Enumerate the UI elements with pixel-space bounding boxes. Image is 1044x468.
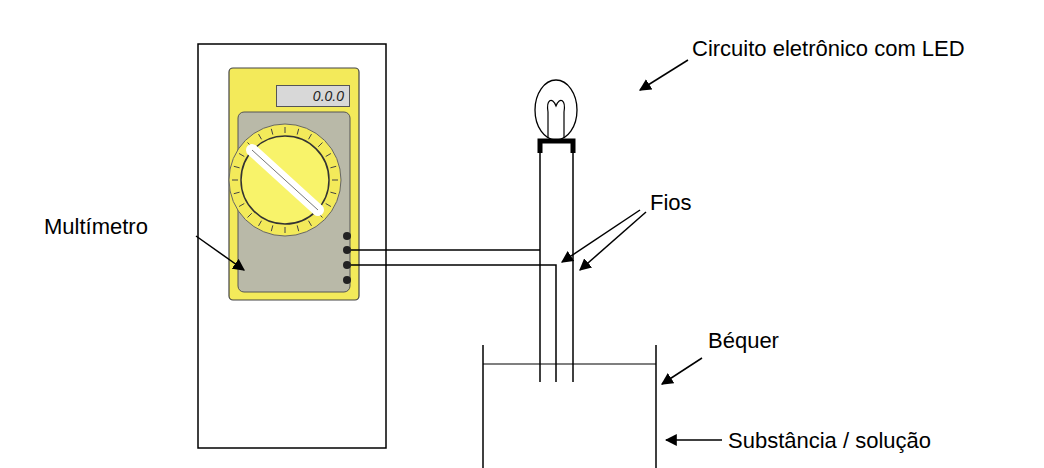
- callout-label: Circuito eletrônico com LED: [692, 36, 965, 61]
- leader-arrow: [196, 236, 244, 270]
- dial-tick: [326, 204, 331, 207]
- callout-label: Multímetro: [44, 214, 148, 239]
- dial-knob-line: [252, 150, 318, 210]
- dial-tick: [271, 129, 273, 135]
- display-reading: 0.0.0: [282, 88, 344, 104]
- dial-tick: [285, 127, 286, 133]
- wire: [351, 249, 540, 251]
- leader-arrow: [562, 210, 640, 262]
- dial-tick: [239, 204, 244, 207]
- dial-ticks: [232, 127, 338, 233]
- dial-tick: [326, 154, 331, 157]
- leader-arrow: [666, 439, 722, 441]
- liquid-level: [483, 363, 656, 364]
- dial-tick: [309, 134, 312, 139]
- callout-label: Fios: [650, 190, 692, 215]
- led-base: [540, 141, 573, 153]
- leader-arrow: [640, 60, 688, 90]
- leader-arrow: [580, 212, 646, 270]
- dial-tick: [259, 134, 262, 139]
- dial-tick: [234, 192, 240, 194]
- multimeter-frame: [198, 44, 386, 448]
- dial-tick: [330, 192, 336, 194]
- dial-tick: [330, 166, 336, 168]
- led-filament: [548, 100, 565, 138]
- callout-label: Substância / solução: [728, 428, 931, 453]
- wire: [572, 152, 574, 382]
- dial-tick: [239, 154, 244, 157]
- dial-tick: [285, 227, 286, 233]
- terminal: [343, 246, 351, 254]
- dial-tick: [248, 213, 252, 217]
- dial-tick: [332, 180, 338, 181]
- dial-tick: [297, 225, 299, 231]
- leader-arrow: [662, 358, 702, 384]
- multimeter-display: 0.0.0: [276, 85, 350, 107]
- dial-tick: [309, 221, 312, 226]
- led-bulb: [535, 80, 577, 140]
- terminal: [343, 232, 351, 240]
- dial-tick: [297, 129, 299, 135]
- dial-tick: [234, 166, 240, 168]
- callout-label: Béquer: [708, 328, 779, 353]
- dial: [241, 136, 329, 224]
- multimeter-body: [229, 68, 359, 300]
- dial-tick: [259, 221, 262, 226]
- terminal: [343, 276, 351, 284]
- dial-tick: [318, 143, 322, 147]
- dial-tick: [271, 225, 273, 231]
- terminal: [343, 261, 351, 269]
- dial-tick: [232, 180, 238, 181]
- wire: [539, 152, 541, 382]
- dial-knob: [252, 150, 318, 210]
- dial-ring: [229, 124, 341, 236]
